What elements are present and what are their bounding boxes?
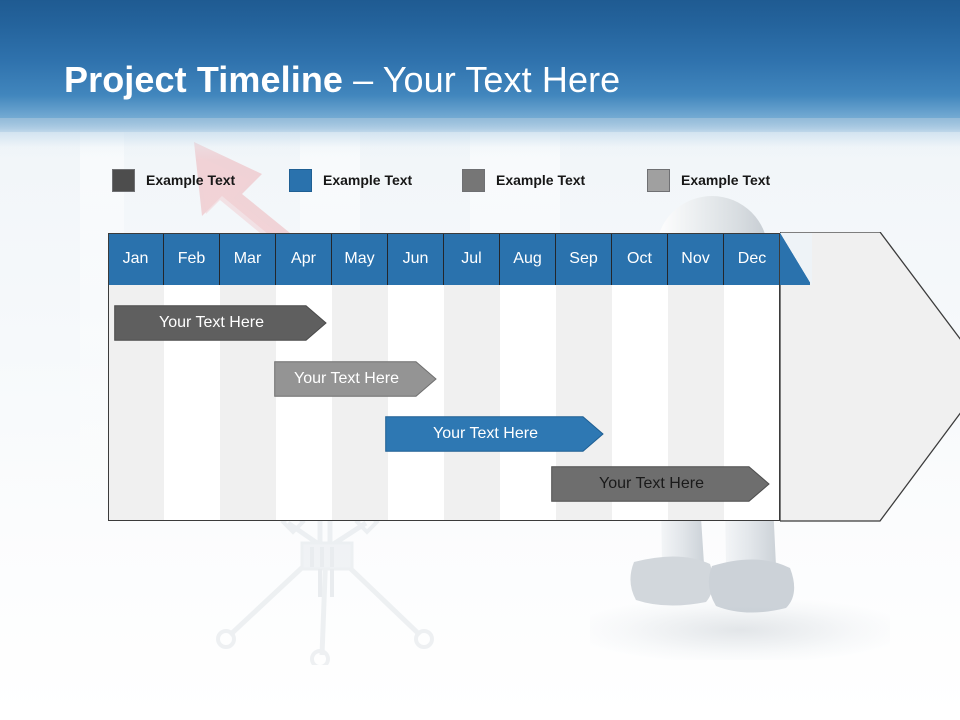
month-header-oct[interactable]: Oct: [612, 233, 668, 285]
legend-item-label: Example Text: [146, 172, 236, 188]
legend-item-label: Example Text: [496, 172, 586, 188]
month-header-dec[interactable]: Dec: [724, 233, 780, 285]
task-bar-4[interactable]: Your Text Here: [551, 466, 770, 502]
month-header-aug[interactable]: Aug: [500, 233, 556, 285]
task-bar-3[interactable]: Your Text Here: [385, 416, 604, 452]
month-header-jan[interactable]: Jan: [108, 233, 164, 285]
timeline-arrowhead: [780, 232, 960, 522]
title-light: – Your Text Here: [353, 59, 621, 100]
gantt-chart: Jan Feb Mar Apr May Jun Jul Aug Sep Oct …: [108, 232, 960, 522]
month-column-jul: Jul: [444, 233, 500, 521]
task-bar-2[interactable]: Your Text Here: [274, 361, 437, 397]
legend-swatch-icon: [462, 168, 485, 192]
task-bar-1-shape: [114, 305, 327, 341]
month-header-nov[interactable]: Nov: [668, 233, 724, 285]
month-header-apr[interactable]: Apr: [276, 233, 332, 285]
task-bar-4-shape: [551, 466, 770, 502]
legend-item-2[interactable]: Example Text: [289, 168, 412, 192]
task-bar-2-shape: [274, 361, 437, 397]
month-header-jun[interactable]: Jun: [388, 233, 444, 285]
legend-swatch-icon: [647, 168, 670, 192]
title-banner: [0, 0, 960, 132]
legend-swatch-icon: [112, 168, 135, 192]
month-column-jan: Jan: [108, 233, 164, 521]
month-header-mar[interactable]: Mar: [220, 233, 276, 285]
month-header-may[interactable]: May: [332, 233, 388, 285]
month-column-feb: Feb: [164, 233, 220, 521]
page-title: Project Timeline – Your Text Here: [64, 58, 620, 102]
month-column-aug: Aug: [500, 233, 556, 521]
task-bar-3-shape: [385, 416, 604, 452]
month-header-jul[interactable]: Jul: [444, 233, 500, 285]
legend-swatch-icon: [289, 168, 312, 192]
header-arrow-tail-cut: [780, 233, 812, 286]
month-column-mar: Mar: [220, 233, 276, 521]
legend-item-1[interactable]: Example Text: [112, 168, 235, 192]
month-header-sep[interactable]: Sep: [556, 233, 612, 285]
legend: Example Text Example Text Example Text E…: [112, 168, 812, 196]
month-header-feb[interactable]: Feb: [164, 233, 220, 285]
legend-item-3[interactable]: Example Text: [462, 168, 585, 192]
legend-item-label: Example Text: [681, 172, 771, 188]
title-strong: Project Timeline: [64, 59, 344, 100]
legend-item-label: Example Text: [323, 172, 413, 188]
title-banner-fade: [0, 118, 960, 160]
task-bar-1[interactable]: Your Text Here: [114, 305, 327, 341]
legend-item-4[interactable]: Example Text: [647, 168, 770, 192]
